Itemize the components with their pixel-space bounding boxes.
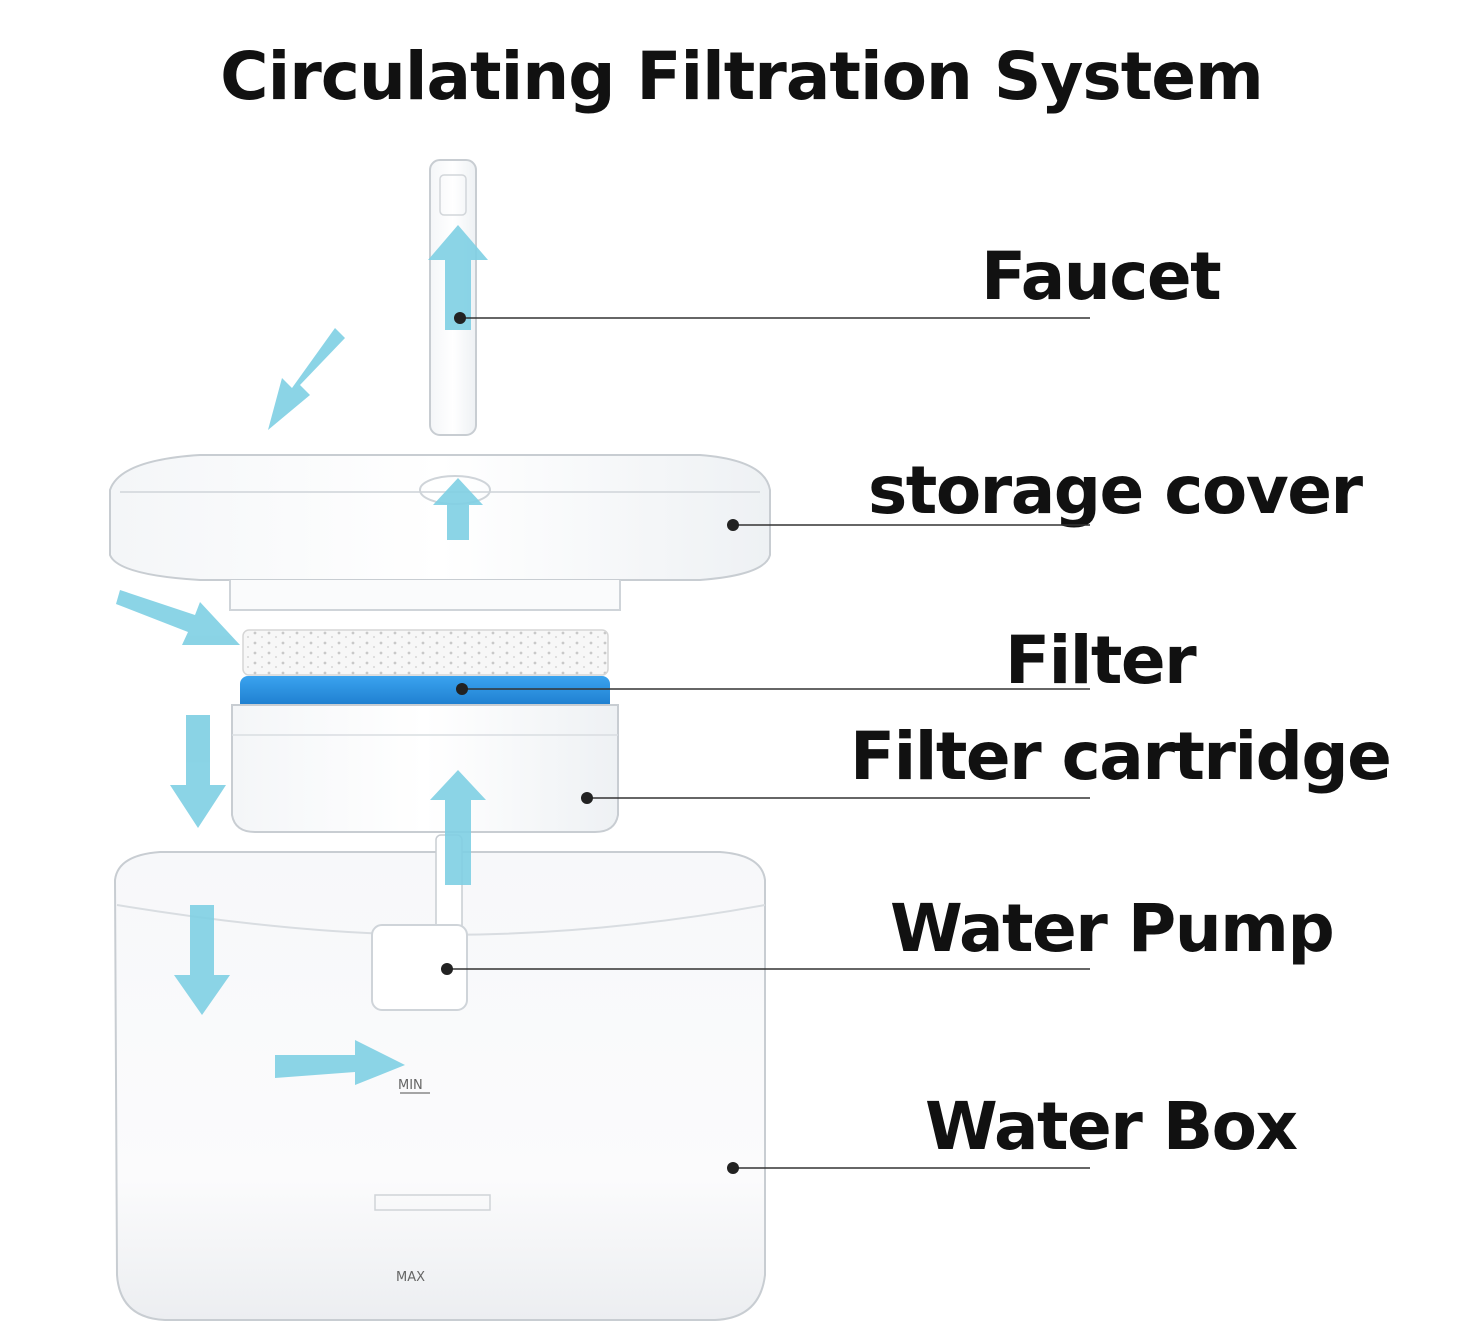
filter-cartridge-part (231, 704, 619, 833)
leader-dot-filter-cartridge (581, 792, 593, 804)
flow-arrow-diagonal-top (268, 328, 345, 430)
label-water-pump: Water Pump (890, 890, 1335, 967)
flow-arrow-down-left (170, 715, 226, 828)
flow-arrow-up-faucet (428, 225, 488, 330)
label-water-box: Water Box (925, 1088, 1298, 1165)
storage-cover-part (109, 454, 771, 611)
leader-dot-faucet (454, 312, 466, 324)
flow-arrow-up-cover (433, 478, 483, 540)
filter-foam-white (242, 629, 609, 676)
label-filter: Filter (1005, 622, 1197, 699)
label-storage-cover: storage cover (868, 452, 1363, 529)
flow-arrow-diagonal-filter (116, 590, 240, 645)
leader-dot-water-box (727, 1162, 739, 1174)
min-marking: MIN (398, 1078, 423, 1093)
label-filter-cartridge: Filter cartridge (850, 718, 1392, 795)
max-marking: MAX (396, 1270, 425, 1285)
leader-lines (441, 312, 1090, 1174)
leader-dot-water-pump (441, 963, 453, 975)
flow-arrows (116, 225, 488, 1085)
flow-arrow-up-pump (430, 770, 486, 885)
label-faucet: Faucet (981, 238, 1222, 315)
leader-dot-filter (456, 683, 468, 695)
flow-arrow-right-box (275, 1040, 405, 1085)
diagram-title: Circulating Filtration System (220, 38, 1264, 115)
leader-dot-storage-cover (727, 519, 739, 531)
flow-arrow-down-box (174, 905, 230, 1015)
